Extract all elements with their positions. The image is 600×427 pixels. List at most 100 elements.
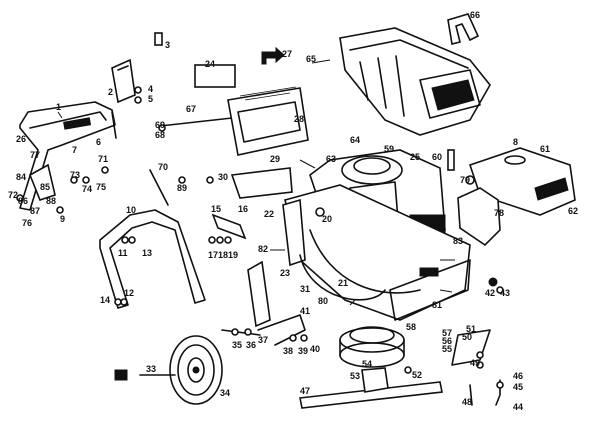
part-label-2: 2: [108, 87, 113, 97]
part-label-85: 85: [40, 182, 50, 192]
cable-bracket: [111, 32, 163, 104]
bolt-60: [447, 149, 455, 171]
part-label-83: 83: [453, 236, 463, 246]
label-plate: [194, 64, 236, 88]
part-label-38: 38: [283, 346, 293, 356]
part-label-29: 29: [270, 154, 280, 164]
part-label-12: 12: [124, 288, 134, 298]
part-label-49: 49: [470, 358, 480, 368]
part-label-25: 25: [410, 152, 420, 162]
part-label-75: 75: [96, 182, 106, 192]
part-label-39: 39: [298, 346, 308, 356]
part-label-80: 80: [318, 296, 328, 306]
part-label-69: 69: [155, 120, 165, 130]
part-label-21: 21: [338, 278, 348, 288]
part-label-67: 67: [186, 104, 196, 114]
part-label-17: 17: [208, 250, 218, 260]
part-label-58: 58: [406, 322, 416, 332]
part-label-13: 13: [142, 248, 152, 258]
part-label-45: 45: [513, 382, 523, 392]
wheel: [169, 335, 223, 405]
part-label-41: 41: [300, 306, 310, 316]
chassis: [389, 259, 471, 321]
part-label-7: 7: [72, 145, 77, 155]
part-label-36: 36: [246, 340, 256, 350]
part-label-50: 50: [462, 332, 472, 342]
part-label-88: 88: [46, 196, 56, 206]
part-label-52: 52: [412, 370, 422, 380]
part-label-23: 23: [280, 268, 290, 278]
part-label-26: 26: [16, 134, 26, 144]
part-label-81: 81: [432, 300, 442, 310]
bag-frame: [227, 86, 309, 156]
part-label-10: 10: [126, 205, 136, 215]
washers-and-nuts: [16, 124, 504, 389]
axle-cap: [114, 369, 128, 381]
part-label-43: 43: [500, 288, 510, 298]
part-label-14: 14: [100, 295, 110, 305]
side-plate: [282, 198, 306, 267]
cutting-blade: [299, 381, 443, 409]
part-label-61: 61: [540, 144, 550, 154]
blade-adapter: [339, 326, 405, 368]
part-label-33: 33: [146, 364, 156, 374]
part-label-87: 87: [30, 206, 40, 216]
part-label-42: 42: [485, 288, 495, 298]
upper-handle: [19, 101, 117, 211]
part-label-89: 89: [177, 183, 187, 193]
part-label-48: 48: [462, 397, 472, 407]
catcher-handle: [447, 13, 480, 45]
handle-clamp: [28, 163, 56, 201]
part-label-62: 62: [568, 206, 578, 216]
part-label-15: 15: [211, 204, 221, 214]
part-label-84: 84: [16, 172, 26, 182]
part-label-40: 40: [310, 344, 320, 354]
part-label-6: 6: [96, 137, 101, 147]
part-label-8: 8: [513, 137, 518, 147]
part-label-74: 74: [82, 184, 92, 194]
drive-belt: [299, 254, 386, 301]
part-label-20: 20: [322, 214, 332, 224]
part-label-53: 53: [350, 371, 360, 381]
part-label-34: 34: [220, 388, 230, 398]
part-label-37: 37: [258, 335, 268, 345]
control-lever: [149, 169, 169, 206]
part-label-59: 59: [384, 144, 394, 154]
part-label-76: 76: [22, 218, 32, 228]
air-filter: [457, 187, 501, 247]
part-label-56: 56: [442, 336, 452, 346]
lower-handle: [99, 209, 206, 309]
part-label-55: 55: [442, 344, 452, 354]
part-label-24: 24: [205, 59, 215, 69]
part-label-60: 60: [432, 152, 442, 162]
part-label-82: 82: [258, 244, 268, 254]
part-label-11: 11: [118, 248, 128, 258]
part-label-27: 27: [282, 49, 292, 59]
part-label-1: 1: [56, 102, 61, 112]
part-label-31: 31: [300, 284, 310, 294]
part-label-79: 79: [460, 175, 470, 185]
part-label-65: 65: [306, 54, 316, 64]
spacer-plate: [451, 329, 491, 366]
part-label-5: 5: [148, 94, 153, 104]
part-label-18: 18: [218, 250, 228, 260]
grass-catcher: [339, 27, 491, 136]
part-label-46: 46: [513, 371, 523, 381]
part-label-66: 66: [470, 10, 480, 20]
deck-cover: [230, 167, 293, 199]
part-label-30: 30: [218, 172, 228, 182]
part-label-51: 51: [466, 324, 476, 334]
part-label-63: 63: [326, 154, 336, 164]
bolt-48: [469, 384, 473, 406]
part-label-9: 9: [60, 214, 65, 224]
part-label-16: 16: [238, 204, 248, 214]
part-label-35: 35: [232, 340, 242, 350]
part-label-3: 3: [165, 40, 170, 50]
direction-arrow-icon: [261, 46, 285, 65]
part-label-72: 72: [8, 190, 18, 200]
blade-hub: [361, 367, 389, 393]
part-label-32: 32: [116, 370, 126, 380]
